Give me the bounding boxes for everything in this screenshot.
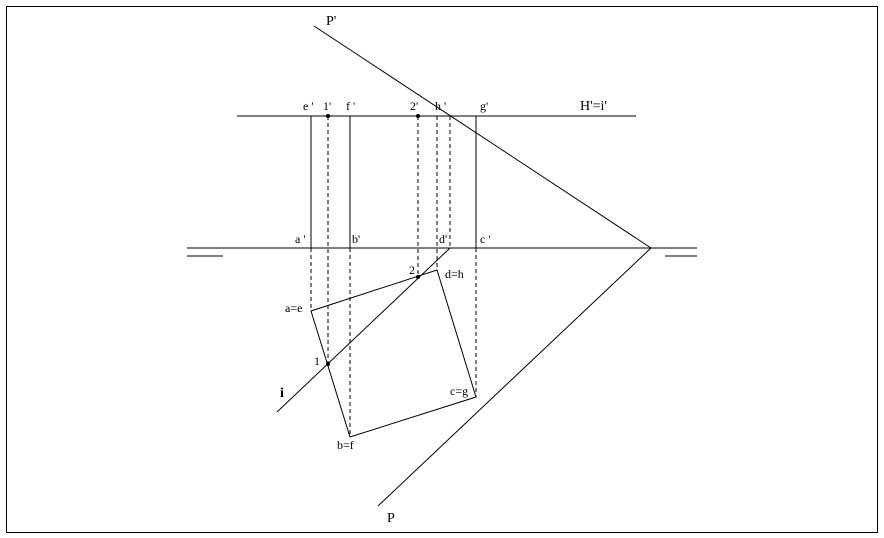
label-2: 2 bbox=[409, 263, 415, 277]
label-p: P bbox=[387, 511, 395, 526]
label-c-prime: c ' bbox=[480, 232, 491, 246]
label-h-i: H'=i' bbox=[580, 99, 607, 114]
label-g-prime: g' bbox=[480, 99, 488, 113]
point-2 bbox=[416, 275, 420, 279]
label-f-prime: f ' bbox=[346, 99, 355, 113]
label-1: 1 bbox=[314, 354, 320, 368]
plane-trace-horizontal bbox=[377, 247, 652, 507]
label-c-g: c=g bbox=[450, 384, 468, 398]
label-a-prime: a ' bbox=[295, 232, 306, 246]
label-2-prime: 2' bbox=[410, 99, 418, 113]
point-1 bbox=[326, 362, 330, 366]
label-d-prime: d' bbox=[439, 232, 447, 246]
point-2-prime bbox=[416, 114, 420, 118]
label-b-f: b=f bbox=[337, 438, 354, 452]
frame bbox=[6, 6, 878, 533]
line-i bbox=[276, 247, 451, 413]
label-i: i bbox=[280, 386, 284, 401]
label-e-prime: e ' bbox=[303, 99, 314, 113]
label-1-prime: 1' bbox=[323, 99, 331, 113]
label-h-prime: h ' bbox=[435, 99, 446, 113]
label-a-e: a=e bbox=[285, 301, 302, 315]
plane-trace-vertical bbox=[313, 25, 652, 249]
point-1-prime bbox=[326, 114, 330, 118]
label-p-prime: P' bbox=[326, 14, 336, 29]
label-d-h: d=h bbox=[445, 267, 464, 281]
plan-quadrilateral bbox=[310, 269, 477, 438]
label-b-prime: b' bbox=[352, 232, 360, 246]
